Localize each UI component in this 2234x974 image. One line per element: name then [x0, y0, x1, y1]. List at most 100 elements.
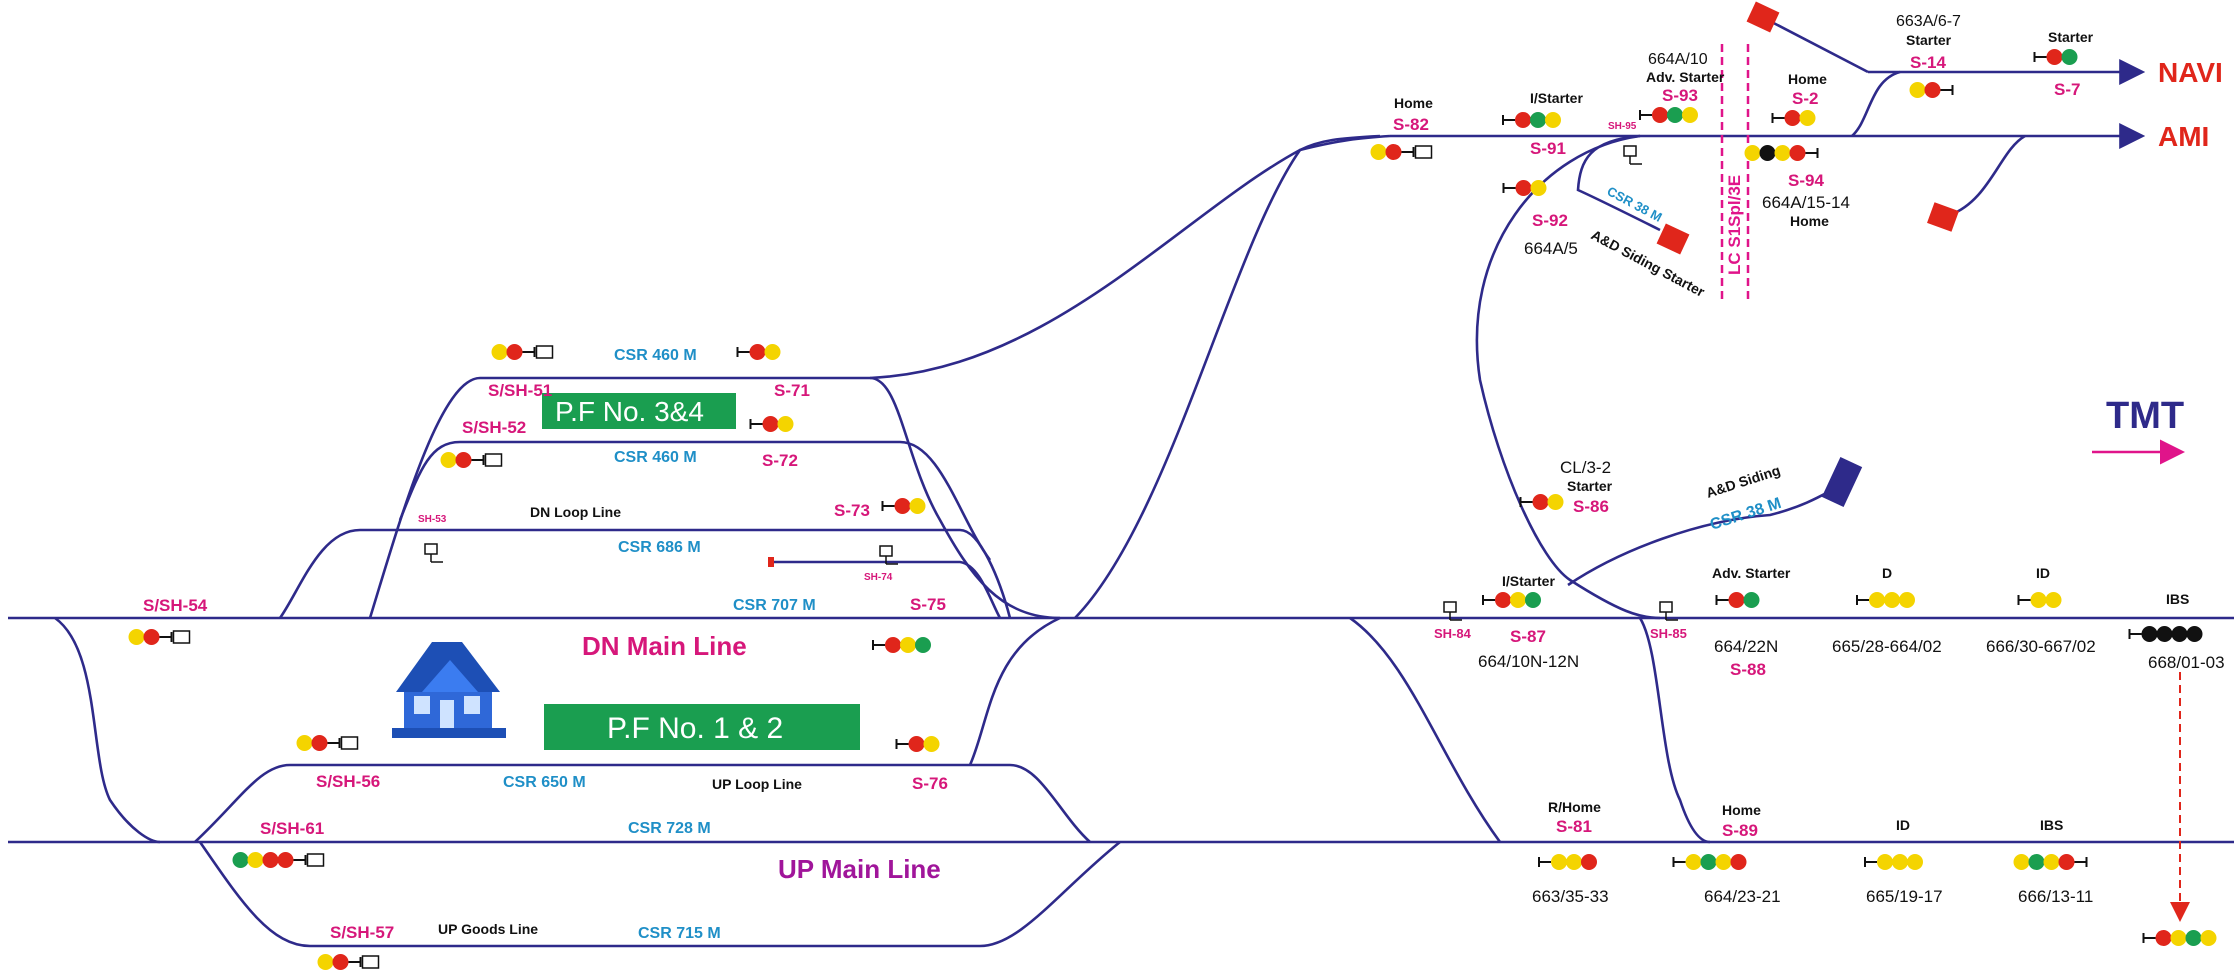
signal-label-sh74: SH-74 [864, 572, 893, 583]
tracks [8, 16, 2234, 948]
signal-head-icon [317, 954, 380, 970]
signal-head-icon [1502, 112, 1561, 128]
signal-label-s71: S-71 [774, 381, 810, 400]
platform-3-4 [542, 393, 736, 429]
csr-728: CSR 728 M [628, 820, 711, 837]
lc-label: LC S1Spl/3E [1725, 175, 1744, 275]
signal-label-s57: S/SH-57 [330, 923, 394, 942]
label-ibs-2: IBS [2040, 817, 2063, 833]
signal-heads [128, 49, 2217, 970]
signal-head-icon [736, 344, 781, 360]
csr-686: CSR 686 M [618, 539, 701, 556]
shunt-signal-icon [1443, 601, 1462, 621]
buffer-stop-icon [1656, 223, 1690, 255]
shunt-signal-icon [1659, 601, 1678, 621]
signal-head-icon [1744, 145, 1819, 161]
signal-head-icon [872, 637, 931, 653]
label-d: D [1882, 565, 1892, 581]
label-home-82: Home [1394, 95, 1433, 111]
signal-head-icon [440, 452, 503, 468]
outer-left-connector [54, 616, 161, 844]
label-666-30-667-02: 666/30-667/02 [1986, 637, 2096, 656]
dn-loop-track [278, 528, 1012, 619]
signal-label-s72: S-72 [762, 451, 798, 470]
label-668-01-03: 668/01-03 [2148, 653, 2225, 672]
buffer-stop-icon [1746, 1, 1780, 33]
dn-main-label: DN Main Line [582, 631, 747, 661]
signal-head-icon [1864, 854, 1923, 870]
signal-label-s2: S-2 [1792, 89, 1818, 108]
signal-head-icon [296, 735, 359, 751]
up-loop-connector [968, 616, 1061, 766]
platform-1-2-label: P.F No. 1 & 2 [607, 712, 783, 745]
signal-head-icon [1639, 107, 1698, 123]
shunt-signal-icon [424, 543, 443, 563]
signal-label-s14: S-14 [1910, 53, 1946, 72]
buffer-stop-icon [1821, 456, 1863, 508]
label-home-89: Home [1722, 802, 1761, 818]
ad-siding-track [1567, 484, 1841, 587]
direction-tmt: TMT [2106, 395, 2184, 437]
signal-head-icon [2142, 930, 2217, 946]
up-loop-track [194, 763, 1091, 843]
label-adv-starter-88: Adv. Starter [1712, 565, 1791, 581]
signal-label-sh84: SH-84 [1434, 626, 1472, 641]
label-666-13-11: 666/13-11 [2018, 887, 2093, 906]
label-cl-3-2: CL/3-2 [1560, 458, 1611, 477]
destination-ami: AMI [2158, 121, 2209, 152]
signal-label-s94: S-94 [1788, 171, 1824, 190]
signal-label-s73: S-73 [834, 501, 870, 520]
signal-label-sh95: SH-95 [1608, 121, 1637, 132]
csr-650: CSR 650 M [503, 774, 586, 791]
label-664a-10: 664A/10 [1648, 51, 1708, 68]
signal-head-icon [895, 736, 940, 752]
platform-1-2 [544, 704, 860, 750]
csr-715: CSR 715 M [638, 925, 721, 942]
signal-label-s75: S-75 [910, 595, 946, 614]
up-loop-label: UP Loop Line [712, 776, 802, 792]
signal-label-sh85: SH-85 [1650, 626, 1687, 641]
signal-head-icon [1519, 494, 1564, 510]
signal-label-s81: S-81 [1556, 817, 1592, 836]
label-ibs-1: IBS [2166, 591, 2189, 607]
buffer-stop-icon [768, 557, 774, 567]
label-starter-14: Starter [1906, 32, 1952, 48]
label-starter-7: Starter [2048, 29, 2094, 45]
label-starter-86: Starter [1567, 478, 1613, 494]
signal-head-icon [2033, 49, 2078, 65]
label-rhome-81: R/Home [1548, 799, 1601, 815]
label-664-10n-12n: 664/10N-12N [1478, 652, 1579, 671]
signal-head-icon [1672, 854, 1747, 870]
signal-head-icon [232, 852, 325, 868]
signal-label-s88: S-88 [1730, 660, 1766, 679]
signal-label-s7: S-7 [2054, 80, 2080, 99]
up-main-label: UP Main Line [778, 854, 941, 884]
signal-head-icon [1909, 82, 1954, 98]
signal-head-icon [128, 629, 191, 645]
label-664a-15-14: 664A/15-14 [1762, 193, 1850, 212]
label-istarter-87: I/Starter [1502, 573, 1555, 589]
signal-label-s76: S-76 [912, 774, 948, 793]
label-664-22n: 664/22N [1714, 637, 1778, 656]
navi-buffer-track [1763, 16, 1869, 74]
crossover-dn-up-east [1638, 617, 1711, 844]
label-home-94: Home [1790, 213, 1829, 229]
signal-label-s82: S-82 [1393, 115, 1429, 134]
label-istarter-91: I/Starter [1530, 90, 1583, 106]
connecting-track-north [869, 134, 1391, 380]
signal-head-icon [1715, 592, 1760, 608]
signal-head-icon [2128, 626, 2203, 642]
ami-spur [1949, 134, 2026, 217]
connecting-track-south [1074, 134, 1381, 619]
label-home-2: Home [1788, 71, 1827, 87]
dn-loop-label: DN Loop Line [530, 504, 621, 520]
label-663a-6-7: 663A/6-7 [1896, 13, 1961, 30]
csr-707: CSR 707 M [733, 597, 816, 614]
navi-branch [1851, 70, 1901, 137]
station-building-icon [392, 642, 506, 738]
label-663-35-33: 663/35-33 [1532, 887, 1609, 906]
csr-38-siding: CSR 38 M [1708, 495, 1783, 534]
signal-head-icon [491, 344, 554, 360]
signal-label-sh53: SH-53 [418, 514, 447, 525]
signal-label-s89: S-89 [1722, 821, 1758, 840]
